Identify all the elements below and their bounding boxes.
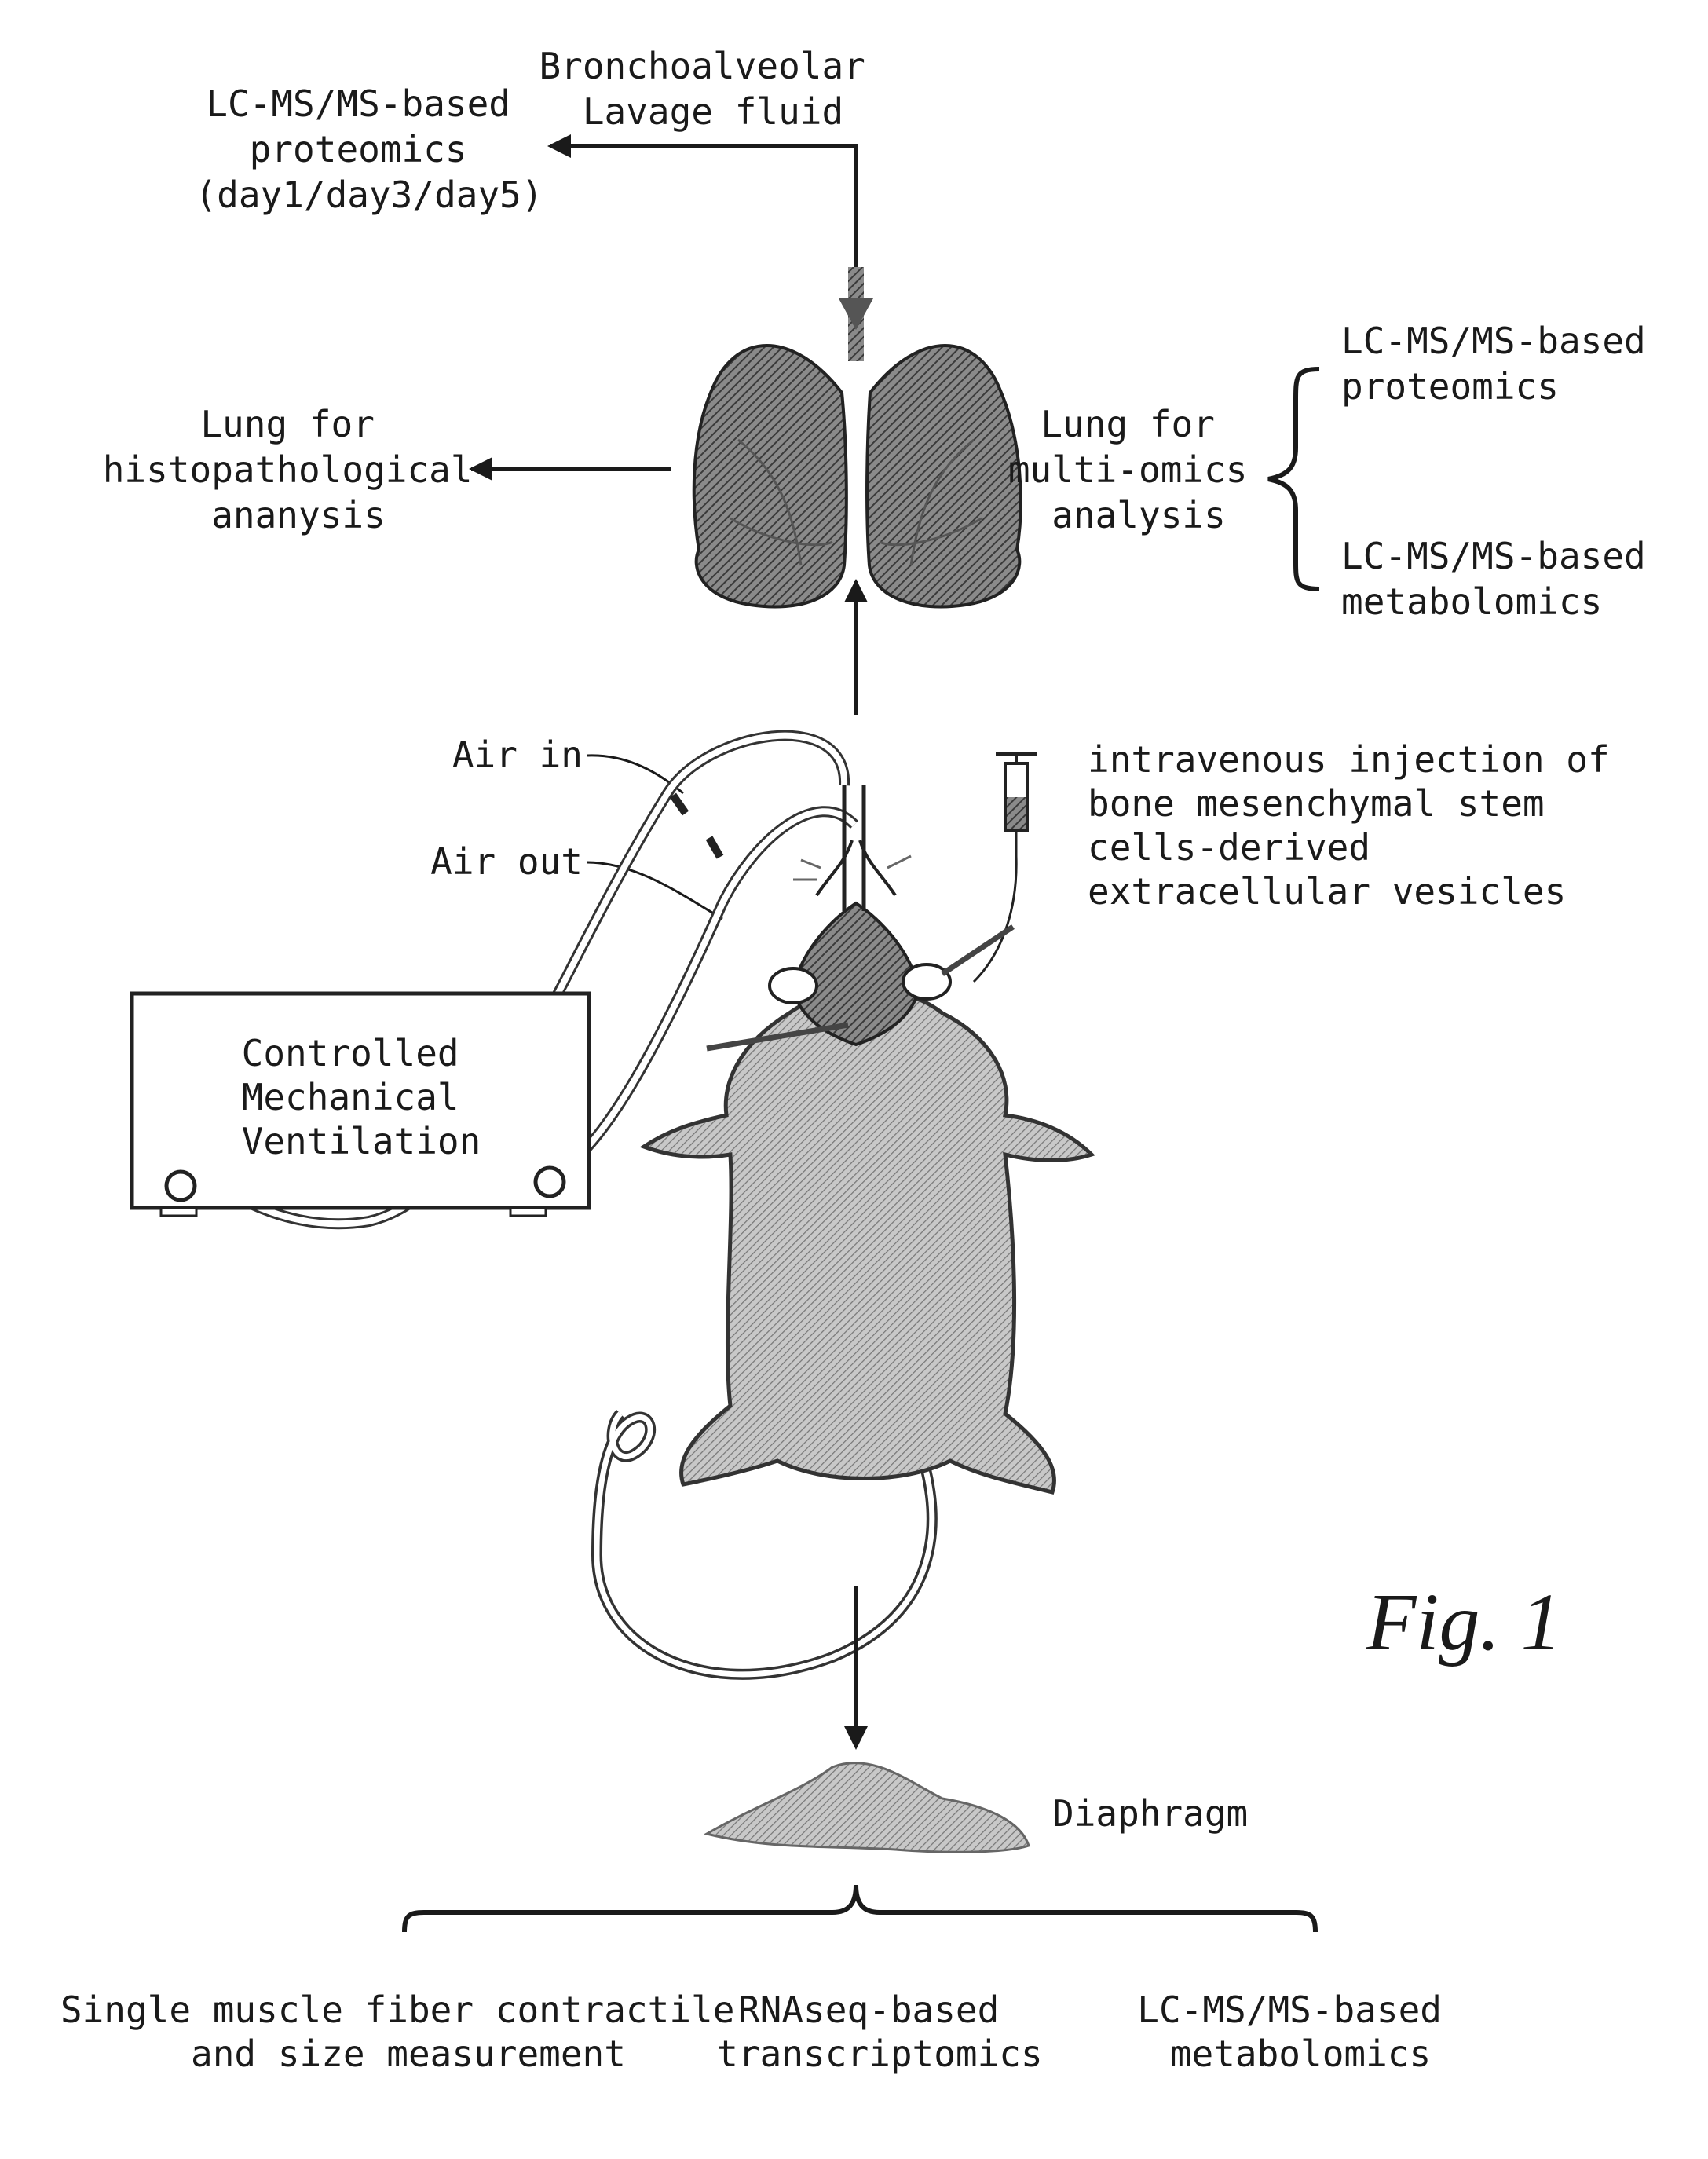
balf-proteomics-line: LC-MS/MS-based [206,82,510,125]
ventilator-port [166,1172,195,1200]
lung-multiomics-line: multi-omics [1008,448,1248,491]
lung-histo-line: histopathological [103,448,473,491]
ventilator-foot [161,1208,196,1216]
lung-metabolomics-line: LC-MS/MS-based [1341,535,1646,577]
lung-histo-label: Lung for histopathological ananysis [103,403,495,536]
balf-proteomics-line: (day1/day3/day5) [195,174,543,216]
lung-metabolomics-line: metabolomics [1341,580,1602,623]
lung-multiomics-line: analysis [1051,494,1226,536]
ventilator-foot [510,1208,546,1216]
lung-multiomics-line: Lung for [1041,403,1215,445]
injection-line: intravenous injection of [1088,738,1610,781]
balf-label-line: Bronchoalveolar [539,45,865,87]
tube-marker [670,793,689,816]
transcriptomics-label: RNAseq-based transcriptomics [716,1989,1042,2075]
ventilator-label: Controlled Mechanical Ventilation [242,1032,481,1162]
fiber-line: and size measurement [191,2033,626,2075]
diaphragm-metabolomics-line: metabolomics [1170,2033,1431,2075]
lung-multiomics-label: Lung for multi-omics analysis [1008,403,1269,536]
air-out-label: Air out [430,840,583,883]
injection-line: cells-derived [1088,826,1370,869]
multiomics-brace [1268,369,1319,589]
lungs-icon [694,346,1021,607]
ventilator-line: Controlled [242,1032,459,1074]
lung-proteomics-line: proteomics [1341,365,1559,408]
diaphragm-shape [707,1763,1029,1853]
tube-marker [706,836,724,858]
lung-proteomics-line: LC-MS/MS-based [1341,320,1646,362]
diaphragm-metabolomics-line: LC-MS/MS-based [1137,1989,1442,2031]
balf-proteomics-line: proteomics [250,128,467,170]
mouse-icon [597,785,1092,1674]
lung-histo-line: Lung for [200,403,375,445]
air-in-label: Air in [452,734,583,776]
transcriptomics-line: transcriptomics [716,2033,1042,2075]
injection-line: bone mesenchymal stem [1088,782,1545,825]
injection-line: extracellular vesicles [1088,870,1566,913]
lung-histo-line: ananysis [211,494,386,536]
fiber-line: Single muscle fiber contractile [60,1989,735,2031]
lung-proteomics-label: LC-MS/MS-based proteomics [1341,320,1667,408]
ventilator-line: Mechanical [242,1076,459,1118]
figure-label: Fig. 1 [1366,1577,1561,1667]
balf-label-line: Lavage fluid [583,90,843,133]
lung-metabolomics-label: LC-MS/MS-based metabolomics [1341,535,1667,623]
injection-label: intravenous injection of bone mesenchyma… [1088,738,1631,913]
diaphragm-brace [404,1885,1315,1932]
diaphragm-label: Diaphragm [1052,1792,1248,1835]
ventilator-port [536,1168,564,1196]
ventilator-line: Ventilation [242,1120,481,1162]
balf-arrow [550,146,856,361]
balf-proteomics-label: LC-MS/MS-based proteomics (day1/day3/day… [195,82,543,216]
transcriptomics-line: RNAseq-based [738,1989,999,2031]
fiber-label: Single muscle fiber contractile and size… [60,1989,756,2075]
balf-label: Bronchoalveolar Lavage fluid [539,45,887,133]
diaphragm-metabolomics-label: LC-MS/MS-based metabolomics [1137,1989,1463,2075]
trachea-arrowhead [839,298,873,330]
